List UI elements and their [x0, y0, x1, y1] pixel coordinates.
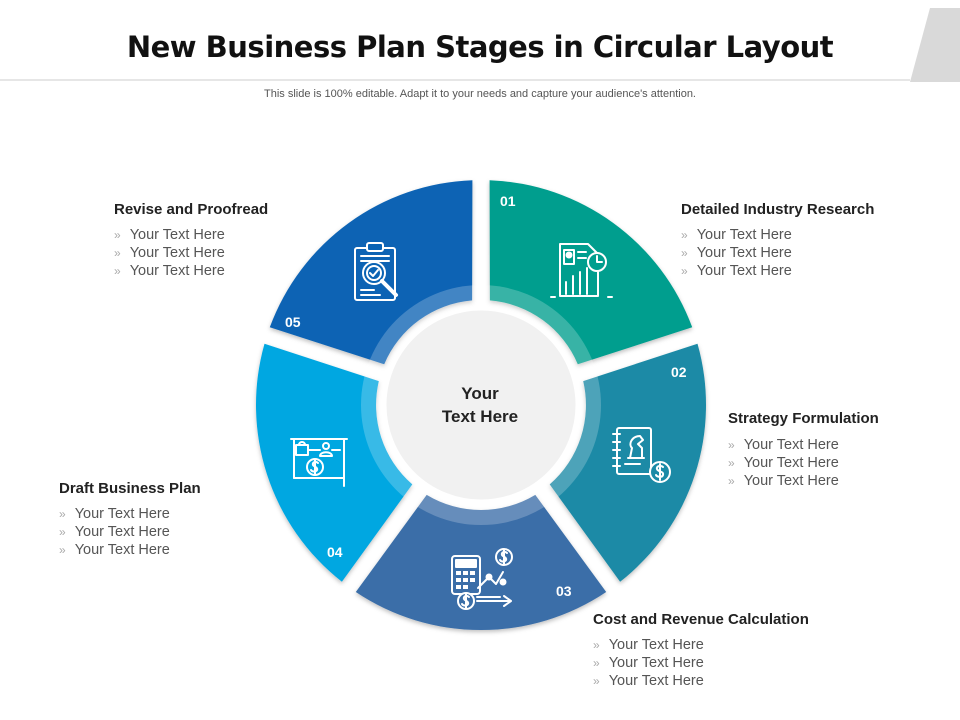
stage-segment-4: [256, 343, 413, 582]
center-line-2: Text Here: [441, 407, 519, 426]
stage-number-5: 05: [285, 314, 301, 330]
clipboard-check-icon: [354, 242, 398, 301]
subtitle: This slide is 100% editable. Adapt it to…: [264, 88, 696, 100]
stage-number-4: 04: [327, 544, 343, 560]
stage-label-2: Strategy Formulation: [728, 410, 879, 427]
stage-bullets-3: Your Text Here Your Text Here Your Text …: [593, 636, 704, 690]
corner-tab-decoration: [910, 8, 960, 82]
stage-bullets-1: Your Text Here Your Text Here Your Text …: [681, 226, 792, 280]
center-disc: [383, 307, 579, 503]
stage-label-5: Revise and Proofread: [114, 201, 269, 218]
stage-bullets-2: Your Text Here Your Text Here Your Text …: [728, 436, 839, 490]
bullet-item: Your Text Here: [681, 262, 792, 280]
report-chart-icon: [550, 243, 613, 298]
stage-label-1: Detailed Industry Research: [681, 201, 875, 218]
stage-bullets-5: Your Text Here Your Text Here Your Text …: [114, 226, 225, 280]
bullet-item: Your Text Here: [593, 672, 704, 690]
bullet-item: Your Text Here: [681, 244, 792, 262]
bullet-item: Your Text Here: [59, 505, 170, 523]
bullet-item: Your Text Here: [728, 436, 839, 454]
bullet-item: Your Text Here: [728, 472, 839, 490]
bullet-item: Your Text Here: [114, 226, 225, 244]
stage-number-1: 01: [500, 193, 516, 209]
center-text: Your Text Here: [400, 382, 560, 428]
business-board-icon: [290, 438, 348, 487]
stage-bullets-4: Your Text Here Your Text Here Your Text …: [59, 505, 170, 559]
strategy-notebook-icon: [612, 427, 671, 483]
bullet-item: Your Text Here: [114, 262, 225, 280]
bullet-item: Your Text Here: [59, 541, 170, 559]
page-title: New Business Plan Stages in Circular Lay…: [126, 30, 834, 64]
bullet-item: Your Text Here: [681, 226, 792, 244]
bullet-item: Your Text Here: [728, 454, 839, 472]
bullet-item: Your Text Here: [59, 523, 170, 541]
stage-label-3: Cost and Revenue Calculation: [593, 611, 809, 628]
title-divider: [0, 79, 910, 81]
stage-segment-2: [549, 343, 706, 582]
bullet-item: Your Text Here: [593, 636, 704, 654]
bullet-item: Your Text Here: [593, 654, 704, 672]
calculator-dollar-icon: [451, 548, 513, 610]
stage-number-2: 02: [671, 364, 687, 380]
stage-label-4: Draft Business Plan: [59, 480, 201, 497]
stage-number-3: 03: [556, 583, 572, 599]
bullet-item: Your Text Here: [114, 244, 225, 262]
center-line-1: Your: [461, 384, 499, 403]
stage-segment-1: [489, 180, 693, 365]
